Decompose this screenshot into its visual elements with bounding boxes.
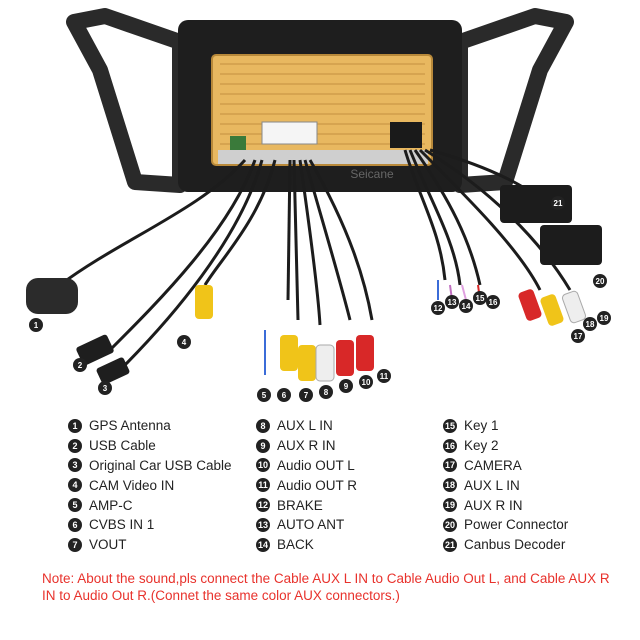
callout-18: 18 <box>586 320 595 329</box>
head-unit-board <box>211 54 433 166</box>
callout-10: 10 <box>362 378 371 387</box>
callout-4: 4 <box>182 338 187 347</box>
usb-connector <box>76 334 114 366</box>
callout-12: 12 <box>434 304 443 313</box>
callout-9: 9 <box>344 382 349 391</box>
callout-8: 8 <box>324 388 329 397</box>
car-usb-connector <box>96 357 130 385</box>
rca-connectors <box>195 285 587 382</box>
callout-14: 14 <box>462 302 471 311</box>
callout-5: 5 <box>262 391 267 400</box>
callout-11: 11 <box>380 372 389 381</box>
callout-20: 20 <box>596 277 605 286</box>
power-connector <box>540 225 602 265</box>
gps-antenna <box>26 278 78 314</box>
callout-6: 6 <box>282 391 287 400</box>
product-photo: Seicane <box>26 8 611 402</box>
callout-13: 13 <box>448 298 457 307</box>
brand-watermark: Seicane <box>350 167 394 181</box>
sound-connection-note: Note: About the sound,pls connect the Ca… <box>42 571 610 603</box>
callout-3: 3 <box>103 384 108 393</box>
callout-15: 15 <box>476 294 485 303</box>
callout-2: 2 <box>78 361 83 370</box>
callout-16: 16 <box>489 298 498 307</box>
callout-badges: 1 2 3 4 5 6 7 8 9 10 11 12 13 14 15 16 1… <box>29 196 611 402</box>
callout-7: 7 <box>304 391 309 400</box>
callout-17: 17 <box>574 332 583 341</box>
canbus-decoder <box>500 185 572 223</box>
callout-1: 1 <box>34 321 39 330</box>
callout-21: 21 <box>554 199 563 208</box>
callout-19: 19 <box>600 314 609 323</box>
